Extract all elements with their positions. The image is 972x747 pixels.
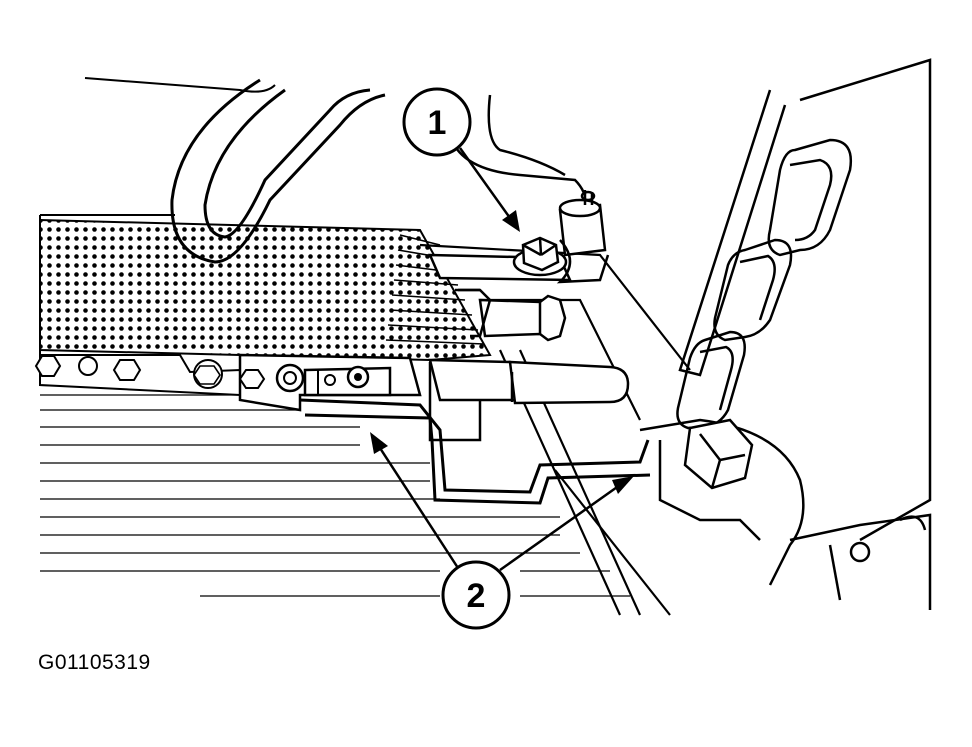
callout-2-label: 2 [467,577,486,615]
upper-hose [170,78,386,264]
refrigerant-line [428,288,630,442]
callout-1: 1 [402,87,520,232]
condenser-bottom-tank [34,354,241,397]
condenser-mount-plate [238,353,651,505]
callout-1-label: 1 [428,104,447,142]
upper-bolt-bracket [428,94,610,284]
lower-mount-bracket [639,418,932,610]
figure-id-label: G01105319 [38,651,151,674]
condenser-core [39,218,492,362]
callout-2: 2 [370,432,634,630]
